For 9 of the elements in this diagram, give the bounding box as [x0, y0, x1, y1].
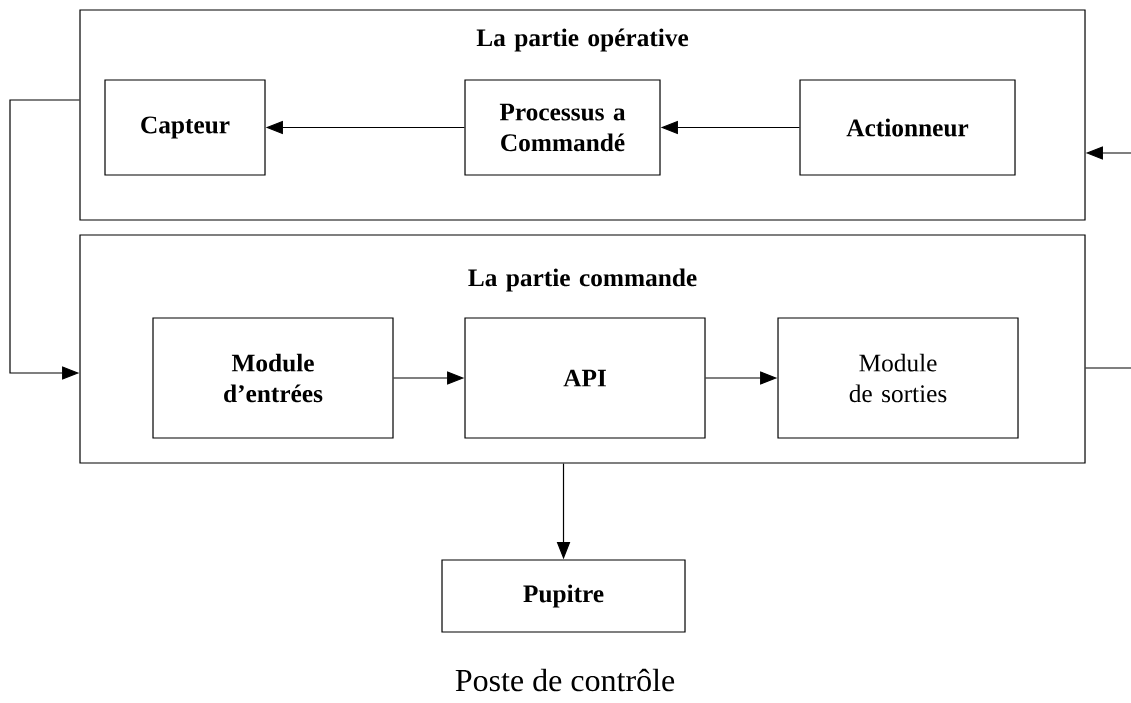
process-box: Actionneur — [799, 79, 1016, 176]
arrow — [9, 99, 80, 380]
process-box: Module d’entrées — [152, 317, 394, 439]
caption: Poste de contrôle — [455, 668, 675, 692]
process-box: Capteur — [104, 79, 266, 176]
process-box: Pupitre — [441, 559, 686, 633]
process-box: API — [464, 317, 706, 439]
process-box: Processus a Commandé — [464, 79, 661, 176]
process-box: Module de sorties — [777, 317, 1019, 439]
